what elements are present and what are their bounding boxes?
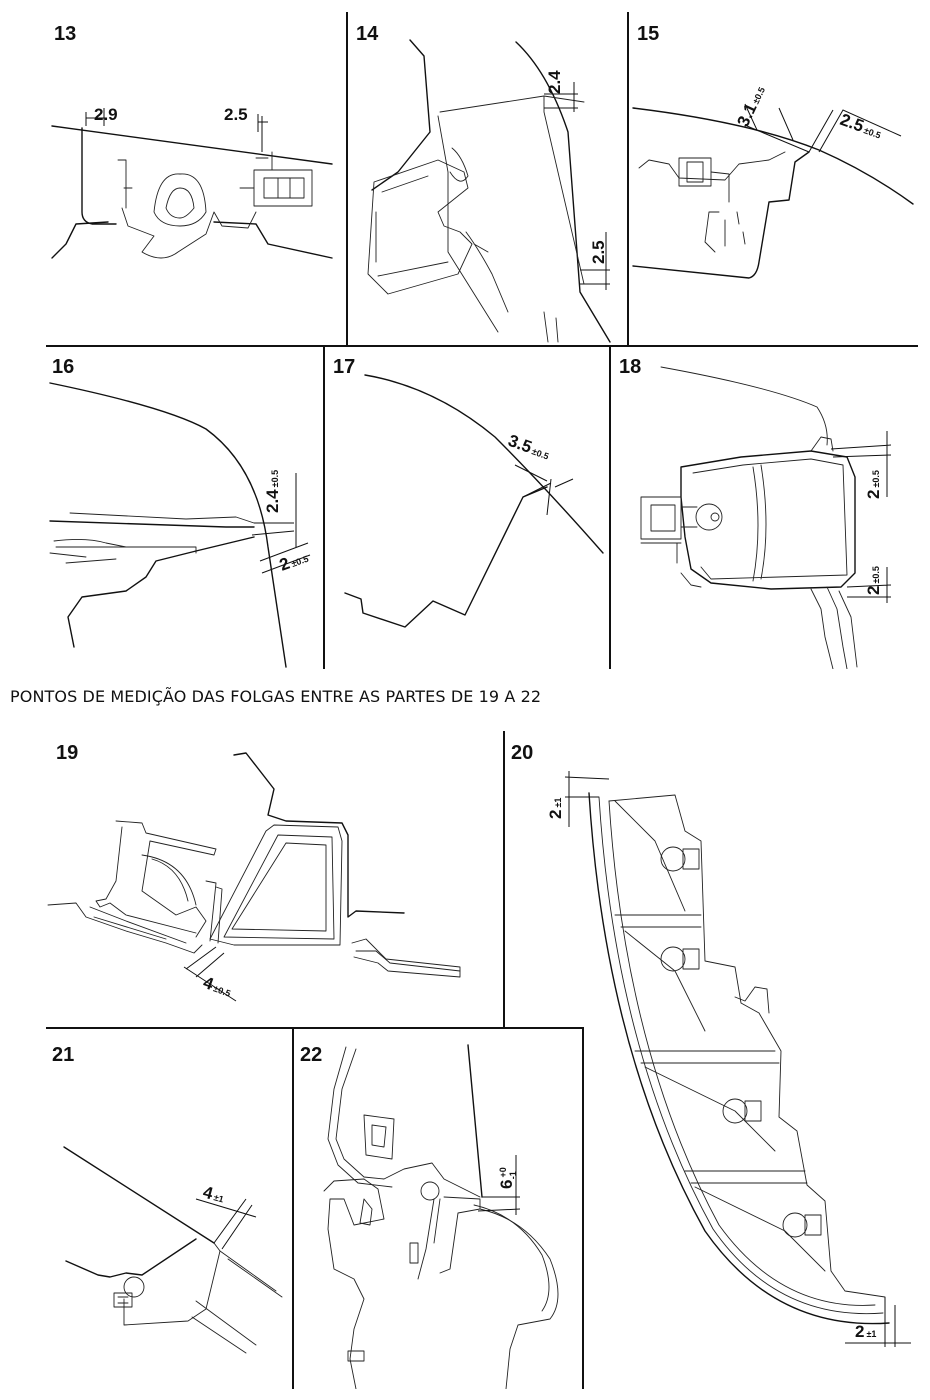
section-drawing-20: 20 2±1 2±1 — [511, 742, 911, 1347]
panel-number: 17 — [333, 356, 355, 378]
section-drawing-21: 21 4±1 — [52, 1044, 283, 1354]
section-drawing-19: 19 4±0.5 — [47, 742, 461, 1002]
dimension-label: 3.1±0.5 — [733, 83, 768, 130]
panel-17: 17 3.5±0.5 — [325, 347, 609, 669]
dimension-label: 2±0.5 — [864, 566, 883, 595]
panel-number: 22 — [300, 1044, 322, 1066]
panel-number: 16 — [52, 356, 74, 378]
dimension-label: 2.5 — [589, 240, 608, 264]
dimension-label: 2±0.5 — [277, 547, 311, 575]
panel-15: 15 3.1±0.5 2.5±0.5 — [629, 12, 918, 345]
panel-number: 13 — [54, 23, 76, 45]
panel-19: 19 4±0.5 — [46, 731, 503, 1027]
panel-13: 13 2.9 2.5 — [46, 12, 344, 345]
divider — [292, 1029, 294, 1389]
section-drawing-22: 22 6+0-1 — [300, 1044, 559, 1389]
dimension-label: 2±1 — [855, 1322, 876, 1341]
dimension-label: 2.4±0.5 — [263, 470, 282, 513]
section-drawing-17: 17 3.5±0.5 — [333, 356, 604, 628]
divider — [503, 731, 505, 1028]
panel-number: 15 — [637, 23, 659, 45]
dimension-label: 2.5 — [224, 105, 248, 124]
section-drawing-13: 13 2.9 2.5 — [51, 23, 333, 259]
divider — [627, 12, 629, 345]
divider — [582, 1029, 584, 1389]
panel-number: 19 — [56, 742, 78, 764]
panel-16: 16 2.4±0.5 2±0.5 — [46, 347, 323, 669]
panel-18: 18 2±0.5 2±0.5 — [611, 347, 918, 669]
panel-number: 14 — [356, 23, 379, 45]
section-drawing-15: 15 3.1±0.5 2.5±0.5 — [632, 23, 914, 279]
section-drawing-14: 14 2.4 2.5 — [356, 23, 611, 343]
divider — [346, 12, 348, 345]
dimension-label: 4±1 — [201, 1183, 227, 1207]
dimension-label: 2.9 — [94, 105, 118, 124]
section-drawing-18: 18 2±0.5 2±0.5 — [619, 356, 892, 669]
dimension-label: 4±0.5 — [201, 973, 235, 1001]
section-caption: PONTOS DE MEDIÇÃO DAS FOLGAS ENTRE AS PA… — [10, 687, 542, 706]
dimension-label: 2±0.5 — [864, 470, 883, 499]
divider — [323, 347, 325, 669]
divider — [46, 345, 918, 347]
section-drawing-16: 16 2.4±0.5 2±0.5 — [49, 356, 311, 668]
panel-number: 21 — [52, 1044, 74, 1066]
panel-22: 22 6+0-1 — [294, 1029, 582, 1389]
panel-21: 21 4±1 — [46, 1029, 292, 1389]
panel-20: 20 2±1 2±1 — [505, 731, 923, 1393]
panel-number: 18 — [619, 356, 641, 378]
dimension-label: 2.4 — [545, 70, 564, 94]
divider — [609, 347, 611, 669]
divider — [46, 1027, 584, 1029]
panel-number: 20 — [511, 742, 533, 764]
dimension-label: 3.5±0.5 — [506, 431, 553, 464]
dimension-label: 6+0-1 — [497, 1167, 518, 1189]
panel-14: 14 2.4 2.5 — [348, 12, 627, 345]
dimension-label: 2±1 — [546, 798, 565, 819]
dimension-label: 2.5±0.5 — [838, 110, 885, 143]
